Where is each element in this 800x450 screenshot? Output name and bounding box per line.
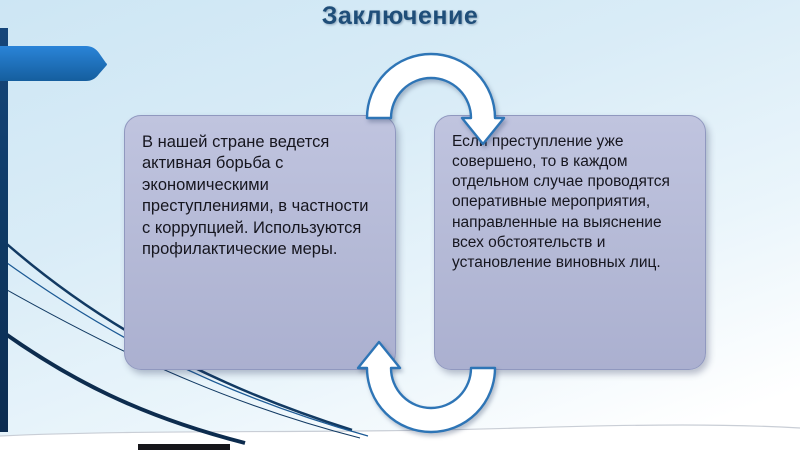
right-box-text: Если преступление уже совершено, то в ка…	[452, 133, 670, 271]
bottom-strip	[138, 444, 230, 450]
left-box-text: В нашей стране ведется активная борьба с…	[142, 133, 369, 259]
bottom-band-line	[0, 424, 800, 437]
slide-title: Заключение	[321, 2, 479, 30]
accent-tab-shape	[0, 46, 107, 81]
accent-tab-icon	[0, 46, 107, 81]
right-text-box: Если преступление уже совершено, то в ка…	[434, 115, 706, 370]
accent-bar	[0, 28, 8, 432]
bottom-band	[0, 425, 800, 450]
left-text-box: В нашей стране ведется активная борьба с…	[124, 115, 396, 370]
